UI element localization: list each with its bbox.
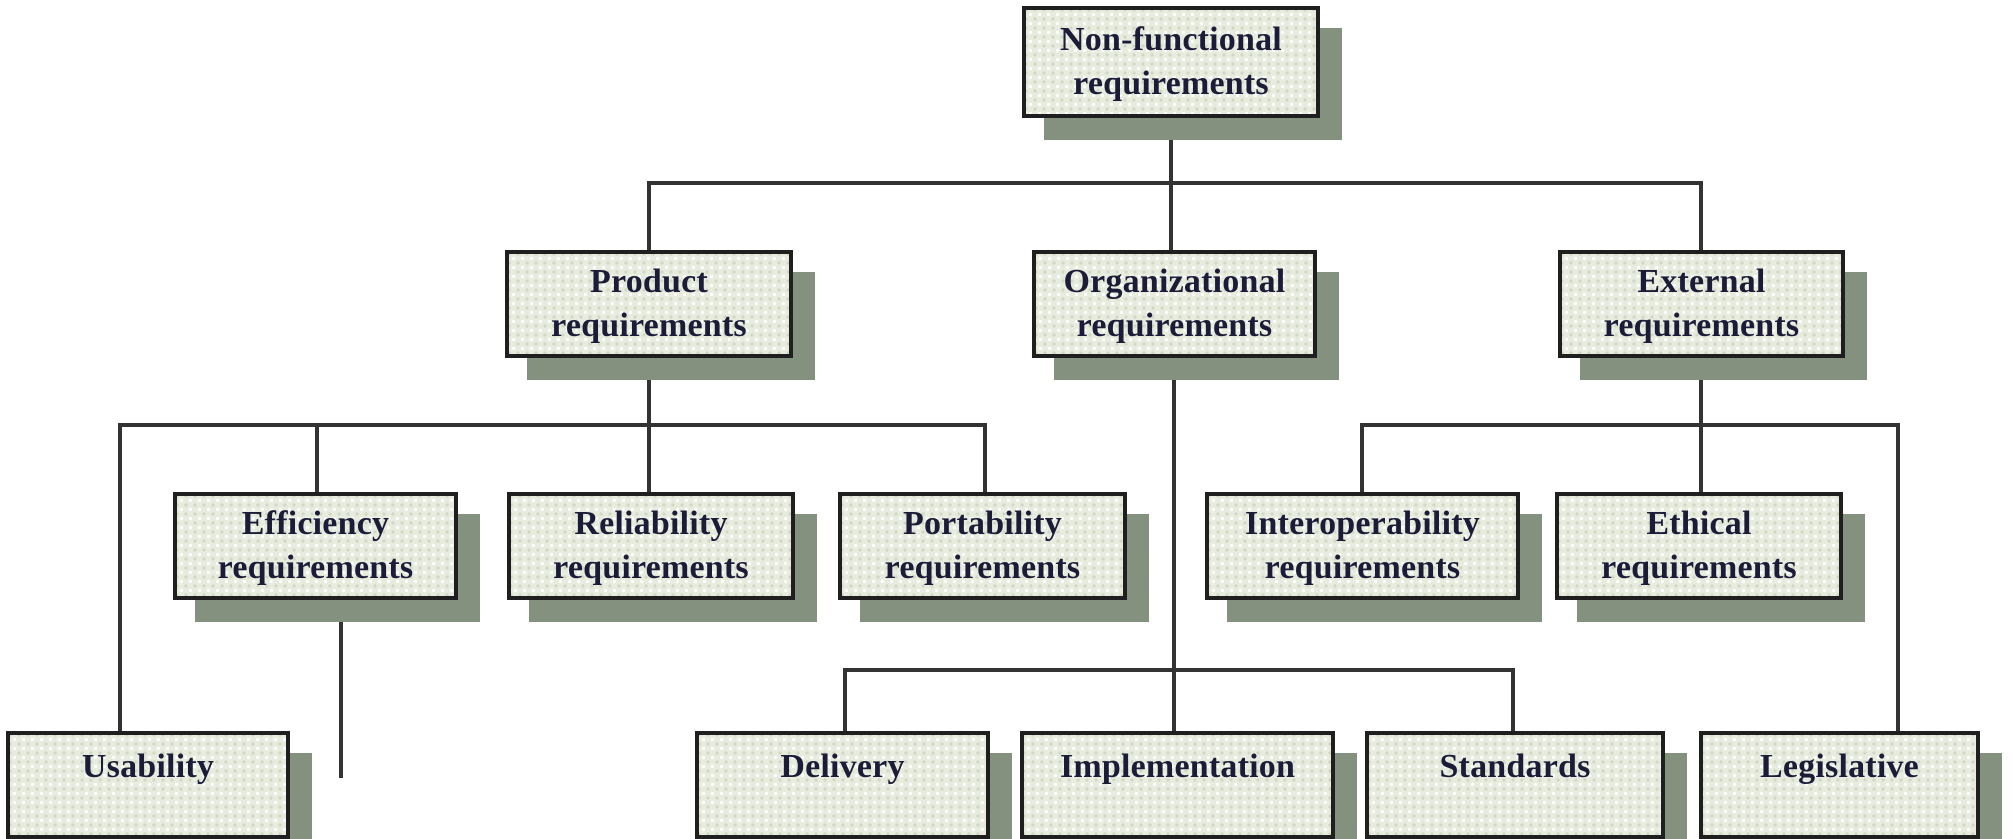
node-external-requirements: External requirements [1558,250,1845,358]
node-label-line2: requirements [1603,307,1800,344]
node-label-line2: requirements [1073,65,1269,102]
node-non-functional-requirements: Non-functional requirements [1022,6,1320,118]
connector-drop-usability [118,425,122,732]
connector-drop-delivery [843,670,847,732]
connector-drop-external [1699,183,1703,250]
connector-drop-portability [983,425,987,492]
node-label-line2: requirements [884,549,1081,586]
connector-efficiency-children [339,600,343,778]
connector-external-children-horizontal [1360,423,1900,427]
connector-organizational-to-implementation [1172,358,1176,732]
connector-drop-product [647,183,651,250]
node-label-line1: Portability [903,504,1062,542]
node-label-line1: External [1637,262,1766,300]
node-label-line1: Standards [1439,748,1591,785]
node-label-line2: requirements [553,549,749,586]
node-label-line2: requirements [1601,549,1797,586]
connector-level1-horizontal [647,181,1703,185]
node-implementation: Implementation [1020,731,1335,839]
node-organizational-requirements: Organizational requirements [1032,250,1317,358]
node-product-requirements: Product requirements [505,250,793,358]
node-label-line1: Delivery [780,748,905,785]
node-label-line1: Ethical [1646,504,1752,542]
node-label-line2: requirements [551,307,747,344]
connector-drop-interoperability [1360,425,1364,492]
node-efficiency-requirements: Efficiency requirements [173,492,458,600]
node-label-line1: Non-functional [1060,20,1282,58]
node-label-line1: Organizational [1063,262,1286,300]
node-label-line1: Usability [81,748,215,785]
node-label-line1: Reliability [574,504,728,542]
node-label-line1: Interoperability [1245,504,1480,542]
node-label-line1: Product [590,262,708,300]
node-label-line1: Legislative [1760,748,1919,785]
node-label-line2: requirements [1264,549,1461,586]
node-ethical-requirements: Ethical requirements [1555,492,1843,600]
node-reliability-requirements: Reliability requirements [507,492,795,600]
node-standards: Standards [1365,731,1665,839]
connector-drop-efficiency [315,425,319,492]
node-label-line2: requirements [217,549,414,586]
node-delivery: Delivery [695,731,990,839]
node-label-line2: requirements [1076,307,1273,344]
node-interoperability-requirements: Interoperability requirements [1205,492,1520,600]
node-label-line1: Implementation [1059,748,1296,785]
node-label-line1: Efficiency [241,504,390,542]
node-usability: Usability [6,731,290,839]
diagram-canvas: Non-functional requirements Product requ… [6,6,1980,839]
connector-drop-standards [1511,670,1515,732]
connector-drop-legislative [1896,425,1900,732]
connector-product-children-horizontal [118,423,987,427]
node-legislative: Legislative [1699,731,1980,839]
connector-organizational-children-horizontal [843,668,1515,672]
node-portability-requirements: Portability requirements [838,492,1127,600]
